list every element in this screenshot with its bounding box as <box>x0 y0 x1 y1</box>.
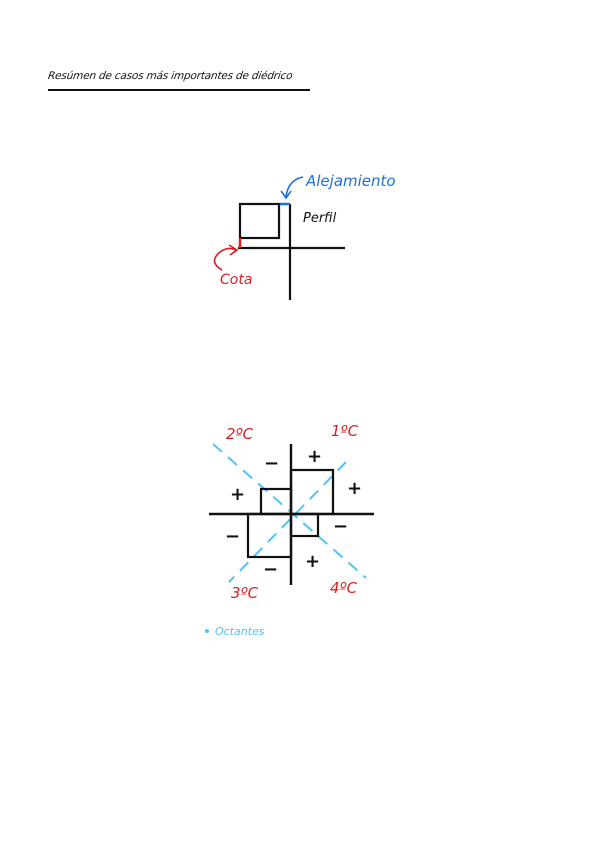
cota-arrow <box>213 247 237 271</box>
cota-label: Cota <box>220 272 252 288</box>
alejamiento-arrow <box>285 176 304 198</box>
legend-octantes: Octantes <box>215 625 265 638</box>
sign-q1-top: + <box>307 446 322 467</box>
legend-bullet-icon <box>205 629 209 633</box>
quadrant-label-3: 3ºC <box>231 584 259 602</box>
sign-q4-bottom: + <box>305 551 320 572</box>
square-q4 <box>289 512 320 538</box>
square-projection <box>238 202 281 240</box>
sign-q2-top: − <box>264 453 279 474</box>
cota-arrowhead <box>228 244 239 256</box>
square-q1 <box>289 468 335 516</box>
perfil-label: Perfil <box>303 211 337 226</box>
square-q2 <box>259 487 293 516</box>
sign-q4-right: − <box>333 516 348 537</box>
alejamiento-label: Alejamiento <box>305 172 396 190</box>
sign-q3-left: − <box>225 526 240 547</box>
sign-q3-bottom: − <box>263 559 278 580</box>
octant-line-descending <box>212 443 367 579</box>
sign-q2-left: + <box>230 484 245 505</box>
alejamiento-arrowhead <box>280 190 292 200</box>
title-underline <box>48 89 310 91</box>
sign-q1-right: + <box>347 478 362 499</box>
quadrant-label-4: 4ºC <box>330 579 358 597</box>
octant-line-ascending <box>228 461 347 583</box>
quadrant-label-1: 1ºC <box>331 422 359 440</box>
quadrant-label-2: 2ºC <box>226 425 254 443</box>
square-q3 <box>246 512 293 559</box>
